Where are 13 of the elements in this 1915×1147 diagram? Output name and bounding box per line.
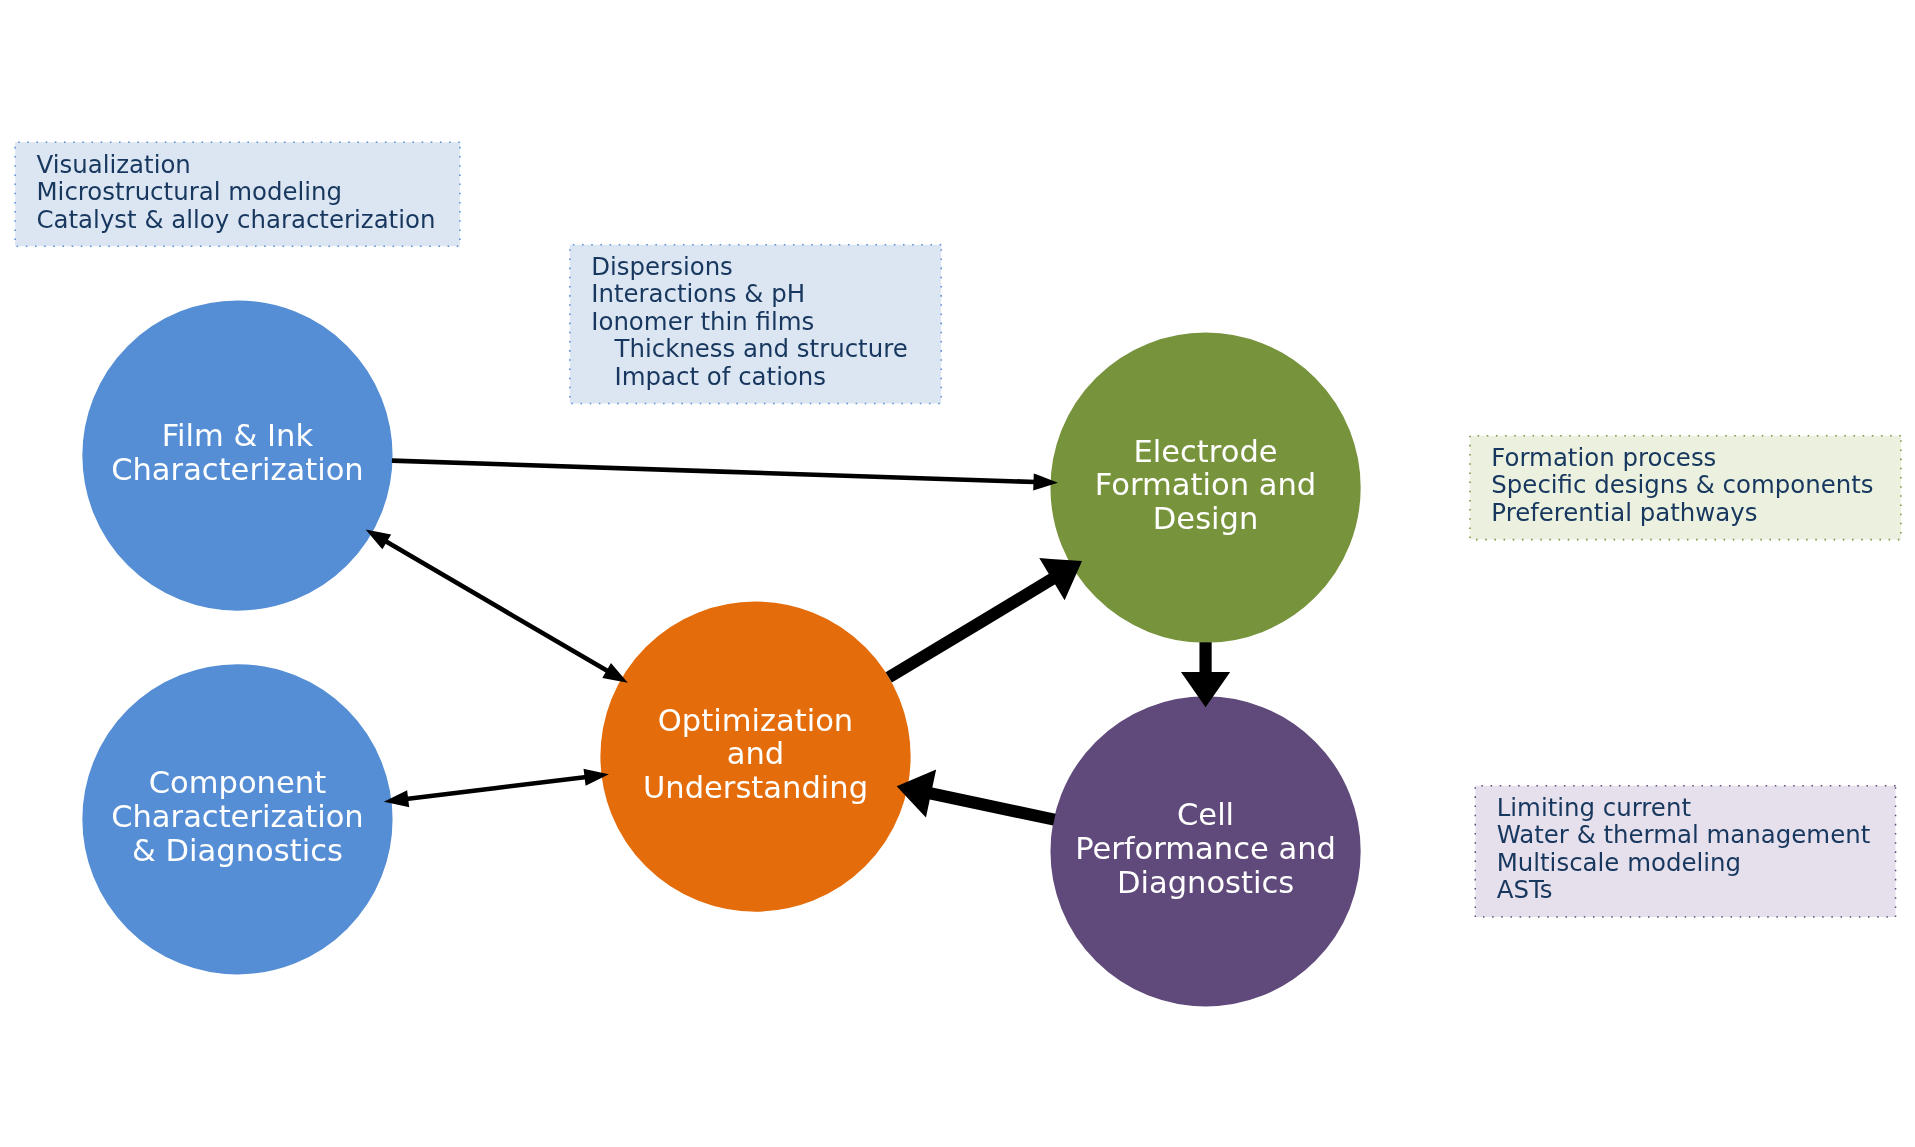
node-circle: Electrode Formation and Design [1049,332,1361,643]
node-circle: Cell Performance and Diagnostics [1049,695,1361,1006]
arrow [885,557,1082,683]
arrow [391,457,1058,491]
arrow [383,768,609,807]
node-box: Visualization Microstructural modeling Catalyst & alloy characterization [13,141,461,247]
node-box: Formation process Specific designs & components Preferential pathways [1468,434,1902,540]
node-box: Dispersions Interactions & pH Ionomer thin films Thickness and structure Impact of cations [568,243,942,404]
arrow [896,768,1056,826]
node-circle: Component Characterization & Diagnostics [81,663,393,974]
node-box: Limiting current Water & thermal management Multiscale modeling ASTs [1474,784,1896,918]
arrow [1180,641,1230,707]
arrow [365,529,628,683]
